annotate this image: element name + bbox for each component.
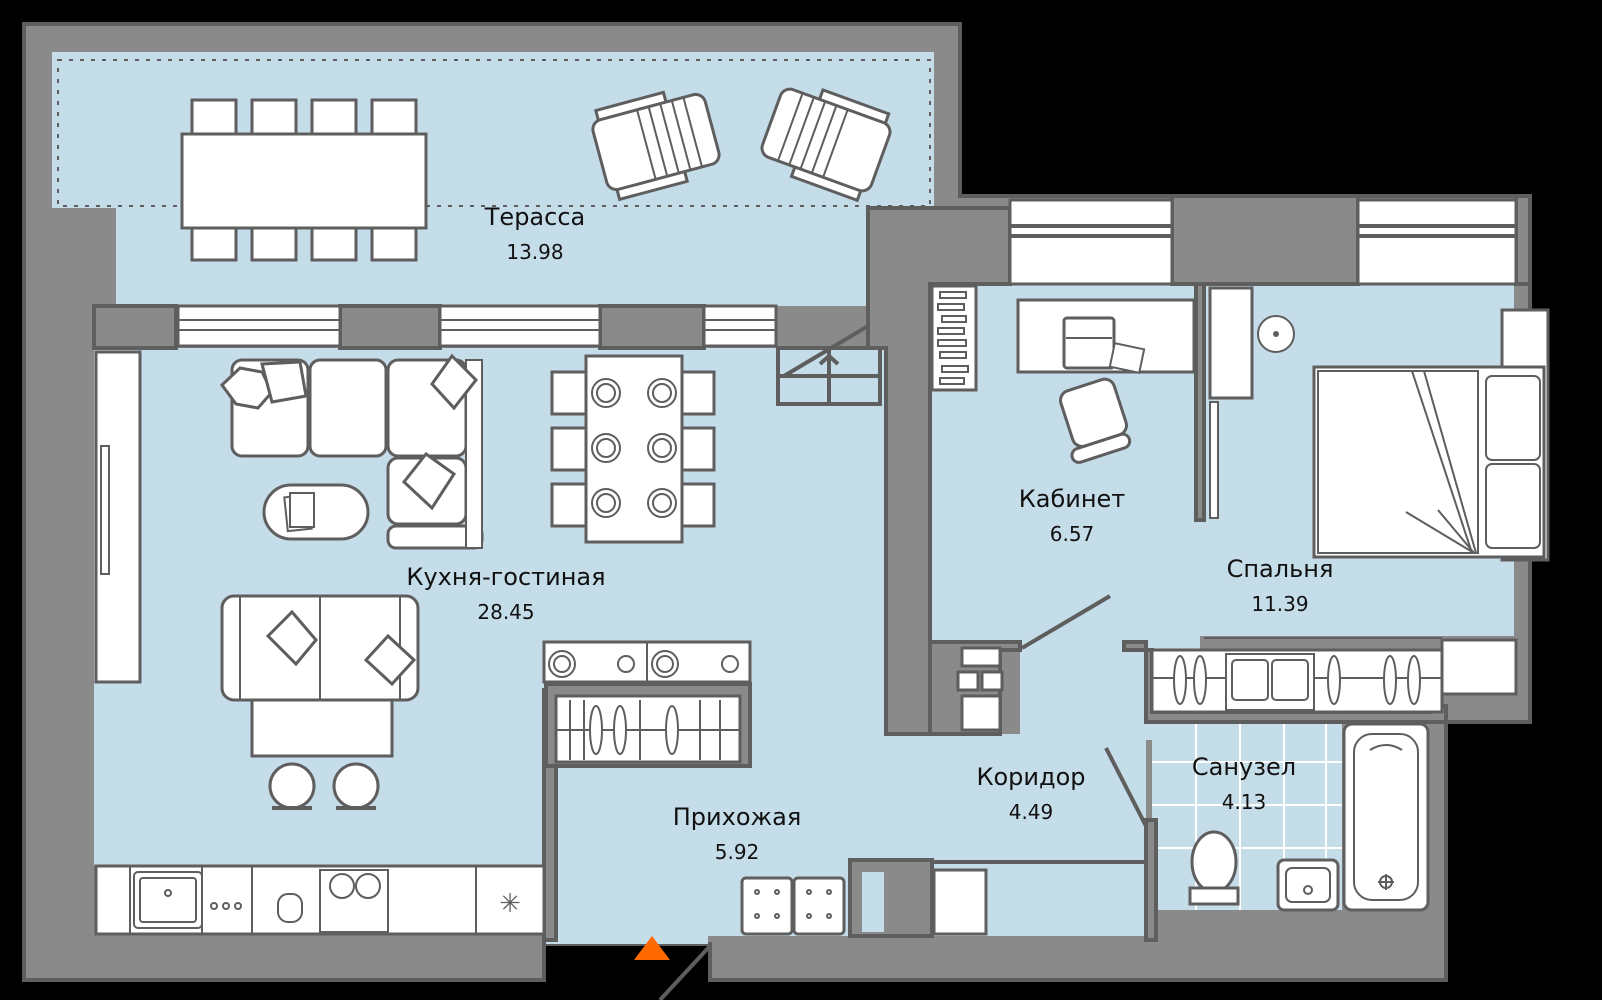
ottoman [250, 698, 394, 758]
room-label-terrace: Терасса 13.98 [485, 202, 585, 266]
room-label-corridor: Коридор 4.49 [976, 762, 1085, 826]
bathtub [1342, 722, 1430, 912]
terrace-dining-table [180, 98, 428, 262]
room-name: Санузел [1191, 753, 1297, 781]
coffee-table [262, 483, 370, 541]
lounge-chair [760, 87, 892, 203]
study-closet [956, 646, 1004, 732]
terrace-railing [57, 59, 931, 207]
office-chair [1059, 377, 1132, 464]
bedroom-wardrobe [1150, 638, 1518, 714]
room-area: 4.49 [1008, 800, 1054, 824]
stove-hob [542, 640, 752, 684]
room-area: 11.39 [1251, 592, 1309, 616]
room-name: Кабинет [1018, 485, 1126, 513]
room-name: Спальня [1226, 555, 1334, 583]
lounge-chair [591, 90, 721, 202]
room-label-hallway: Прихожая 5.92 [673, 802, 802, 866]
doors [658, 594, 1442, 1000]
dining-table [550, 354, 716, 544]
corner-sofa [220, 353, 484, 550]
entrance-triangle-icon [634, 936, 670, 960]
bar-stool [268, 762, 316, 810]
nightstand [1208, 286, 1295, 519]
room-area: 13.98 [506, 240, 564, 264]
room-name: Прихожая [672, 803, 802, 831]
room-label-bathroom: Санузел 4.13 [1192, 752, 1296, 816]
room-label-study: Кабинет 6.57 [1019, 484, 1126, 548]
washbasin [1276, 858, 1340, 912]
freezer-icon: ✳ [499, 889, 521, 919]
study-door [1020, 594, 1112, 650]
entrance-door [658, 944, 712, 1000]
sofa [220, 594, 420, 702]
room-name: Коридор [976, 763, 1086, 791]
windows [176, 198, 1518, 348]
bar-stool [332, 762, 380, 810]
room-area: 4.13 [1221, 790, 1267, 814]
room-area: 5.92 [714, 840, 760, 864]
room-area: 28.45 [477, 600, 535, 624]
wall-tv [94, 350, 142, 684]
room-name: Кухня-гостиная [406, 563, 606, 591]
room-area: 6.57 [1049, 522, 1095, 546]
room-name: Терасса [484, 203, 586, 231]
toilet [1188, 830, 1240, 906]
wardrobe [544, 682, 752, 768]
room-label-bedroom: Спальня 11.39 [1227, 554, 1334, 618]
kitchen-counter: ✳ [94, 864, 546, 936]
terrace-door [776, 324, 882, 406]
bathroom-door [1104, 747, 1148, 827]
laptop [1062, 316, 1116, 370]
shoe-cabinet [740, 860, 1146, 936]
bookshelf [930, 284, 978, 392]
room-label-kitchen-living: Кухня-гостиная 28.45 [406, 562, 605, 626]
desk [1016, 298, 1196, 375]
double-bed [1312, 365, 1546, 559]
